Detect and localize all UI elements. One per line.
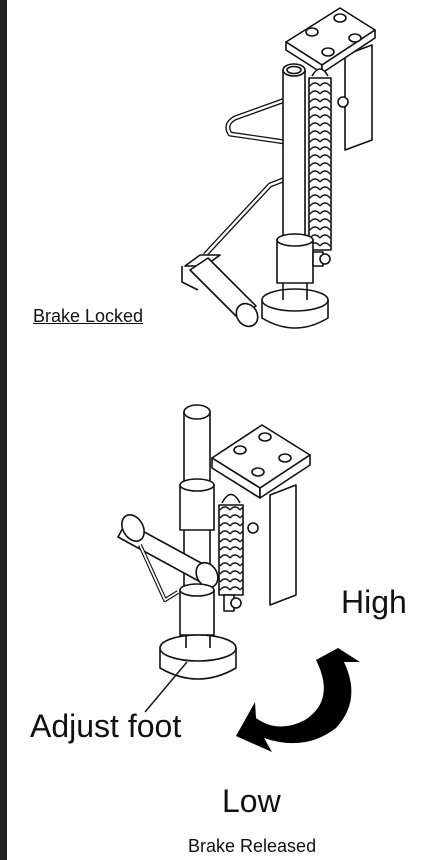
left-border-bar bbox=[0, 0, 7, 860]
brake-released-caption: Brake Released bbox=[188, 836, 317, 856]
brake-locked-caption: Brake Locked bbox=[33, 306, 144, 326]
rotation-arrow-icon bbox=[236, 648, 360, 752]
adjust-foot-label: Adjust foot bbox=[30, 708, 182, 744]
caster-brake-locked-illustration bbox=[181, 7, 376, 329]
high-label: High bbox=[341, 584, 407, 620]
caster-brake-released-illustration bbox=[117, 404, 311, 713]
low-label: Low bbox=[222, 783, 281, 819]
